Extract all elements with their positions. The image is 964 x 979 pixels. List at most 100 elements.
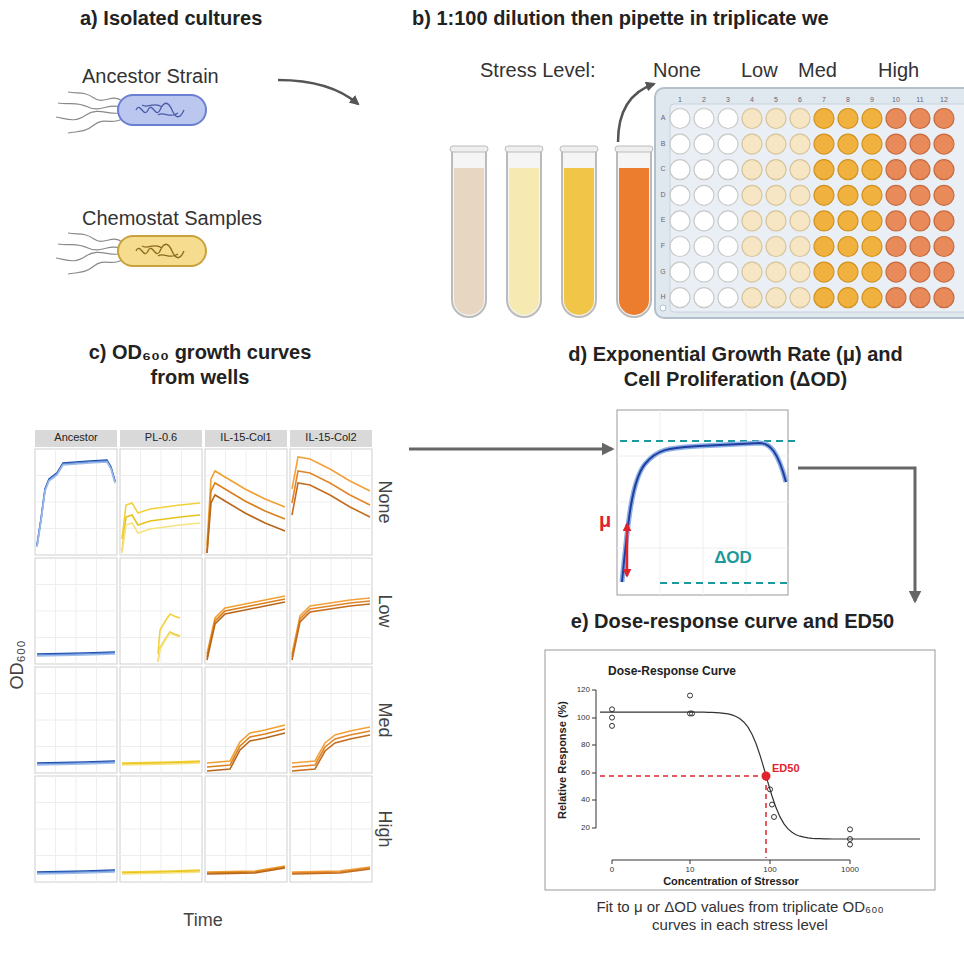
well bbox=[934, 160, 954, 180]
well bbox=[718, 185, 738, 205]
well bbox=[910, 185, 930, 205]
column-number: 8 bbox=[846, 96, 850, 104]
well bbox=[742, 237, 762, 257]
stress-row-label: Low bbox=[373, 594, 395, 627]
facet-panel bbox=[120, 667, 202, 773]
facet-label: IL-15-Col1 bbox=[220, 431, 271, 444]
growth-curve-chart bbox=[617, 410, 800, 595]
well bbox=[910, 134, 930, 154]
grid-line bbox=[120, 855, 202, 856]
grid-line bbox=[35, 502, 117, 503]
well bbox=[886, 134, 906, 154]
well bbox=[862, 262, 882, 282]
well bbox=[742, 160, 762, 180]
grid-line bbox=[181, 776, 182, 882]
well bbox=[670, 288, 690, 308]
row-letter: B bbox=[661, 140, 666, 148]
column-number: 12 bbox=[940, 96, 948, 104]
bacterium-ancestor bbox=[56, 92, 206, 133]
well bbox=[790, 134, 810, 154]
stress-row-label: High bbox=[373, 810, 395, 847]
facet-panel bbox=[205, 667, 287, 773]
row-letter: E bbox=[661, 216, 666, 224]
well bbox=[862, 237, 882, 257]
well bbox=[838, 160, 858, 180]
stress-row-label: Med bbox=[373, 702, 395, 737]
well bbox=[718, 211, 738, 231]
growth-curve bbox=[37, 461, 115, 546]
well bbox=[766, 134, 786, 154]
grid-line bbox=[35, 855, 117, 856]
grid-line bbox=[181, 449, 182, 555]
well bbox=[862, 160, 882, 180]
growth-curve bbox=[207, 868, 285, 874]
axis-title: Time bbox=[183, 910, 222, 932]
well bbox=[862, 109, 882, 129]
well bbox=[934, 109, 954, 129]
stress-level: Med bbox=[798, 58, 837, 82]
column-number: 4 bbox=[750, 96, 754, 104]
growth-rate-label: μ bbox=[599, 508, 611, 532]
grid-line bbox=[35, 720, 117, 721]
well bbox=[838, 185, 858, 205]
well bbox=[670, 185, 690, 205]
grid-line bbox=[181, 667, 182, 773]
growth-curve bbox=[207, 867, 285, 873]
well bbox=[694, 185, 714, 205]
well bbox=[694, 262, 714, 282]
well bbox=[670, 237, 690, 257]
well bbox=[838, 109, 858, 129]
tick-label: 80 bbox=[581, 740, 590, 750]
tick-label: 0 bbox=[610, 865, 614, 875]
data-point bbox=[848, 827, 853, 832]
growth-curve bbox=[207, 733, 285, 771]
growth-curve bbox=[292, 731, 370, 767]
column-number: 6 bbox=[798, 96, 802, 104]
grid-line bbox=[120, 829, 202, 830]
well bbox=[934, 185, 954, 205]
flow-connector bbox=[409, 448, 612, 451]
grid-line bbox=[205, 855, 287, 856]
grid-line bbox=[96, 667, 97, 773]
stress-label: Stress Level: bbox=[480, 58, 596, 82]
data-point bbox=[848, 842, 853, 847]
growth-curve bbox=[292, 727, 370, 763]
well bbox=[910, 211, 930, 231]
well bbox=[718, 160, 738, 180]
data-point bbox=[772, 814, 777, 819]
well bbox=[790, 211, 810, 231]
grid-line bbox=[96, 449, 97, 555]
culture-tubes bbox=[450, 146, 653, 317]
facet-panel bbox=[205, 558, 287, 664]
axis-title: Concentration of Stressor bbox=[663, 875, 799, 888]
flow-arrow bbox=[618, 84, 654, 142]
well bbox=[886, 185, 906, 205]
well bbox=[718, 109, 738, 129]
grid-line bbox=[266, 667, 267, 773]
grid-line bbox=[290, 829, 372, 830]
growth-curve bbox=[292, 735, 370, 771]
well bbox=[910, 237, 930, 257]
row-letter: D bbox=[660, 191, 665, 199]
tube-liquid bbox=[509, 168, 539, 315]
data-point bbox=[690, 711, 695, 716]
grid-line bbox=[290, 855, 372, 856]
growth-curve bbox=[158, 632, 180, 662]
grid-line bbox=[120, 746, 202, 747]
growth-curve bbox=[158, 633, 180, 662]
grid-line bbox=[290, 528, 372, 529]
well bbox=[934, 237, 954, 257]
growth-curve bbox=[207, 602, 285, 660]
tube-liquid bbox=[454, 168, 484, 315]
well bbox=[694, 160, 714, 180]
well bbox=[790, 185, 810, 205]
grid-line bbox=[35, 746, 117, 747]
growth-curve bbox=[37, 872, 115, 874]
facet-panel bbox=[35, 667, 117, 773]
growth-curve bbox=[37, 653, 115, 655]
growth-curve bbox=[292, 471, 370, 505]
growth-curve bbox=[122, 762, 200, 764]
well bbox=[838, 237, 858, 257]
well bbox=[718, 288, 738, 308]
